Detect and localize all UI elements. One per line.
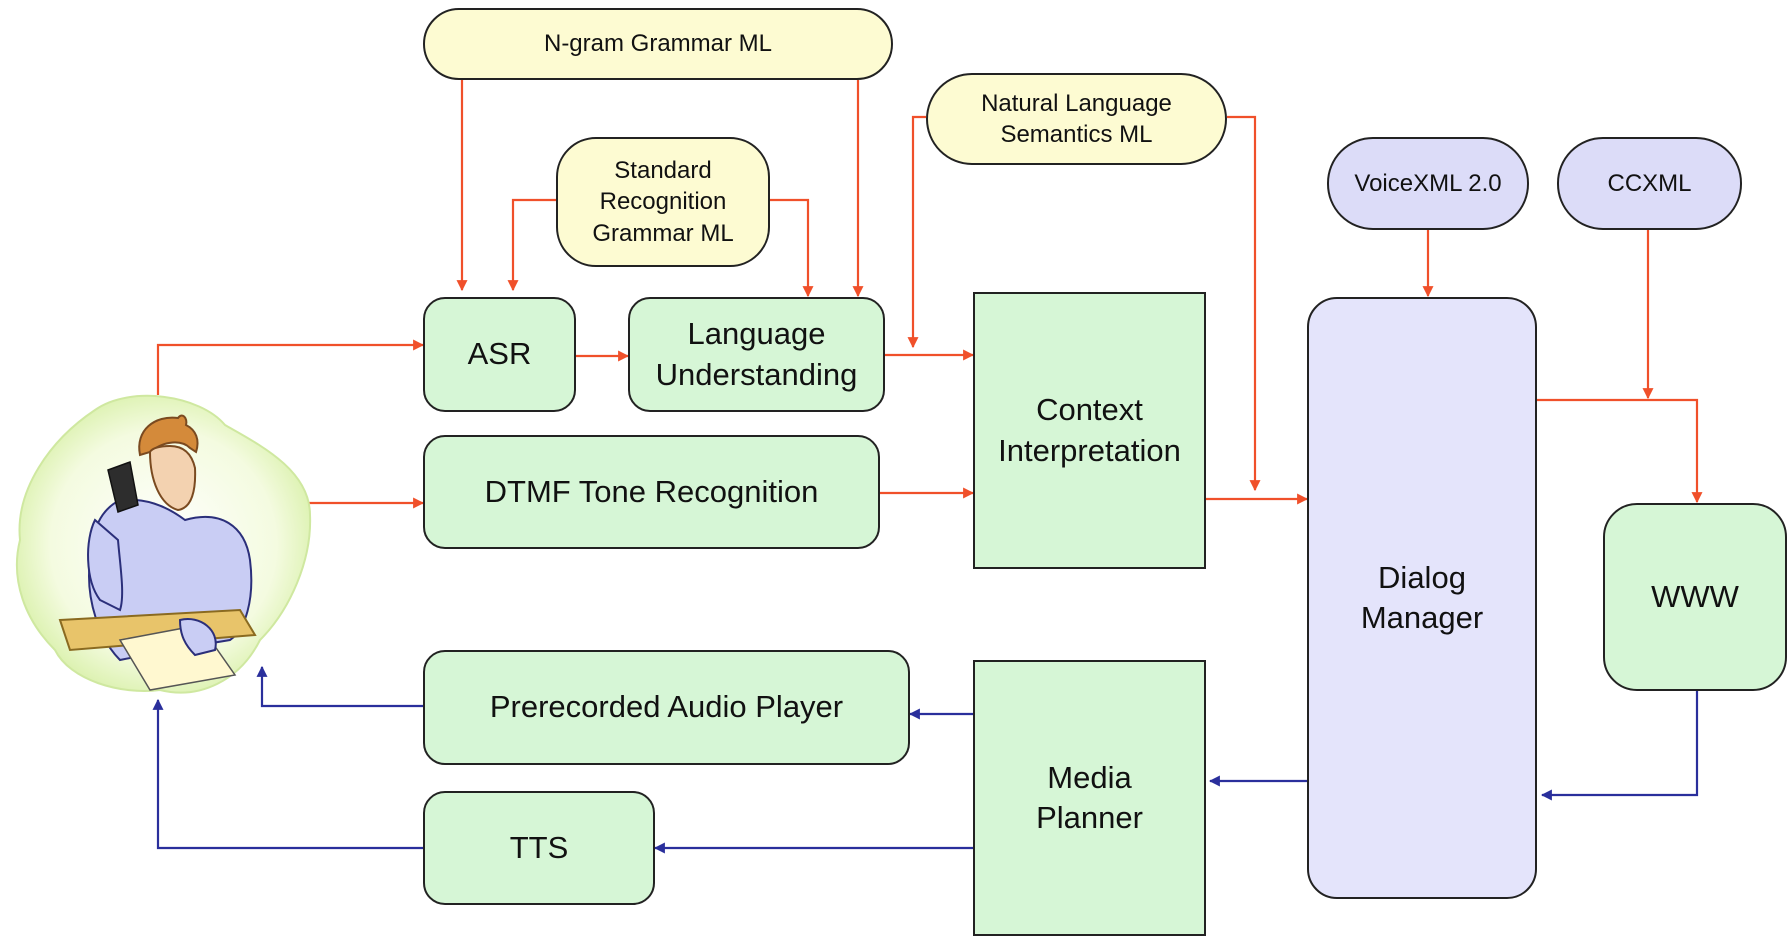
www-node: WWW bbox=[1603, 503, 1787, 691]
tts-label: TTS bbox=[509, 829, 569, 865]
edge-www-to-dialog bbox=[1540, 691, 1699, 801]
srgml-label: Standard Recognition Grammar ML bbox=[592, 157, 734, 247]
ccxml-label: CCXML bbox=[1607, 169, 1692, 197]
srgml-node: Standard Recognition Grammar ML bbox=[556, 137, 770, 267]
edge-tts-to-user bbox=[152, 698, 423, 850]
audio-player-node: Prerecorded Audio Player bbox=[423, 650, 910, 765]
dtmf-label: DTMF Tone Recognition bbox=[484, 473, 819, 509]
asr-node: ASR bbox=[423, 297, 576, 412]
edge-srgml-to-lu bbox=[770, 198, 814, 298]
context-interpretation-label: Context Interpretation bbox=[998, 392, 1181, 468]
ngram-grammar-ml-node: N-gram Grammar ML bbox=[423, 8, 893, 80]
dialog-manager-node: Dialog Manager bbox=[1307, 297, 1537, 899]
ccxml-node: CCXML bbox=[1557, 137, 1742, 230]
asr-label: ASR bbox=[467, 336, 532, 372]
edge-srgml-to-asr bbox=[507, 198, 556, 292]
ngram-grammar-ml-label: N-gram Grammar ML bbox=[543, 30, 772, 58]
edge-audio-to-user bbox=[256, 665, 423, 708]
language-understanding-label: Language Understanding bbox=[655, 316, 858, 392]
nlsml-node: Natural Language Semantics ML bbox=[926, 73, 1227, 165]
edge-user-to-asr bbox=[156, 339, 425, 395]
media-planner-node: Media Planner bbox=[973, 660, 1206, 936]
dialog-manager-label: Dialog Manager bbox=[1360, 559, 1484, 635]
audio-player-label: Prerecorded Audio Player bbox=[489, 689, 844, 725]
voicexml-label: VoiceXML 2.0 bbox=[1354, 169, 1502, 197]
dtmf-node: DTMF Tone Recognition bbox=[423, 435, 880, 549]
voicexml-node: VoiceXML 2.0 bbox=[1327, 137, 1529, 230]
language-understanding-node: Language Understanding bbox=[628, 297, 885, 412]
www-label: WWW bbox=[1651, 578, 1739, 614]
edge-nlsml-to-lu-output bbox=[907, 115, 926, 349]
tts-node: TTS bbox=[423, 791, 655, 905]
edge-dialog-to-www bbox=[1537, 398, 1703, 504]
edge-nlsml-to-dialog bbox=[1227, 115, 1261, 492]
context-interpretation-node: Context Interpretation bbox=[973, 292, 1206, 569]
nlsml-label: Natural Language Semantics ML bbox=[981, 89, 1172, 148]
media-planner-label: Media Planner bbox=[1036, 759, 1143, 835]
